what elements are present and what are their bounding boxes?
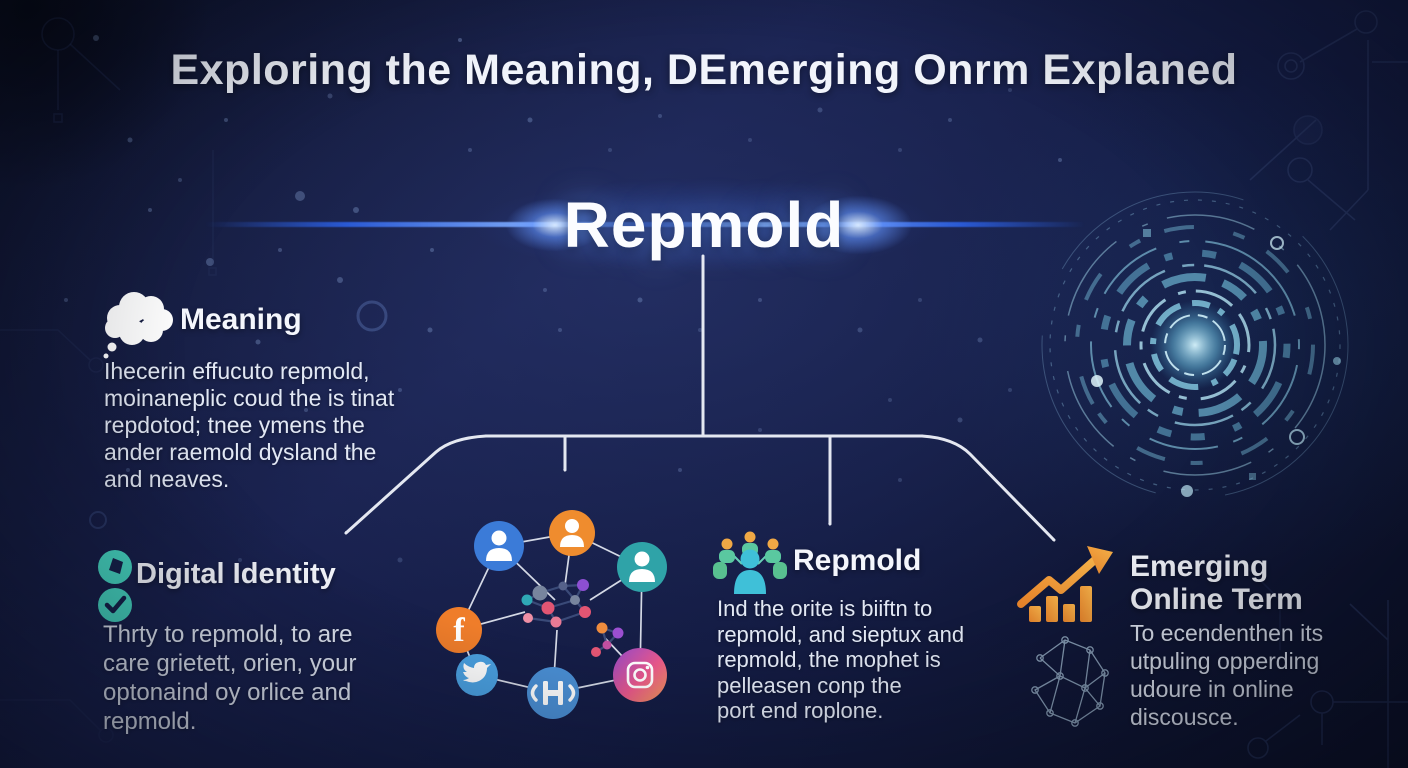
- digital-identity-line: repmold.: [103, 708, 197, 735]
- emerging-line: discousce.: [1130, 704, 1239, 730]
- digital-identity-line: Thrty to repmold, to are: [103, 621, 353, 648]
- emerging-heading: Emerging Online Term: [1130, 550, 1303, 616]
- badge-circle-icon: [98, 550, 132, 584]
- repmold-body: Ind the orite is biiftn to repmold, and …: [717, 596, 964, 724]
- digital-identity-icons: [98, 550, 132, 622]
- digital-identity-line: optonaind oy orlice and: [103, 679, 352, 706]
- emerging-line: udoure in online: [1130, 676, 1294, 702]
- person-orange-icon: [549, 510, 595, 556]
- emerging-line: To ecendenthen its: [1130, 620, 1324, 646]
- repmold-heading: Repmold: [793, 544, 922, 577]
- emerging-line: utpuling opperding: [1130, 648, 1320, 674]
- check-circle-icon: [98, 588, 132, 622]
- repmold-line: port end roplone.: [717, 698, 884, 723]
- meaning-line: Ihecerin effucuto repmold,: [104, 358, 370, 384]
- emerging-heading-line1: Emerging: [1130, 550, 1269, 583]
- meaning-line: repdotod; tnee ymens the: [104, 412, 365, 438]
- facebook-icon: f: [436, 607, 482, 653]
- repmold-line: repmold, the mophet is: [717, 647, 941, 672]
- person-teal-icon: [617, 542, 667, 592]
- person-blue-icon: [474, 521, 524, 571]
- digital-identity-line: care grietett, orien, your: [103, 650, 357, 677]
- meaning-line: and neaves.: [104, 466, 230, 492]
- digital-identity-heading: Digital Identity: [136, 558, 336, 590]
- repmold-line: repmold, and sieptux and: [717, 621, 965, 647]
- meaning-heading: Meaning: [180, 303, 302, 336]
- repmold-line: pelleasen conp the: [717, 672, 902, 698]
- instagram-icon: [613, 648, 667, 702]
- meaning-body: Ihecerin effucuto repmold, moinaneplic c…: [104, 358, 394, 493]
- digital-identity-body: Thrty to repmold, to are care grietett, …: [103, 620, 356, 736]
- social-network-cluster: f: [436, 510, 667, 719]
- facebook-glyph: f: [453, 612, 465, 649]
- growth-chart-icon: [1017, 546, 1113, 622]
- meaning-line: moinaneplic coud the is tinat: [104, 385, 395, 411]
- repmold-line: Ind the orite is biiftn to: [717, 596, 933, 621]
- people-group-icon: [713, 531, 787, 594]
- thought-cloud-icon: [103, 292, 173, 359]
- node-network-icon: [1031, 636, 1109, 727]
- twitter-icon: [456, 654, 498, 696]
- code-h-icon: [527, 667, 579, 719]
- meaning-line: ander raemold dysland the: [104, 439, 377, 465]
- emerging-heading-line2: Online Term: [1130, 583, 1303, 616]
- emerging-body: To ecendenthen its utpuling opperding ud…: [1130, 619, 1323, 731]
